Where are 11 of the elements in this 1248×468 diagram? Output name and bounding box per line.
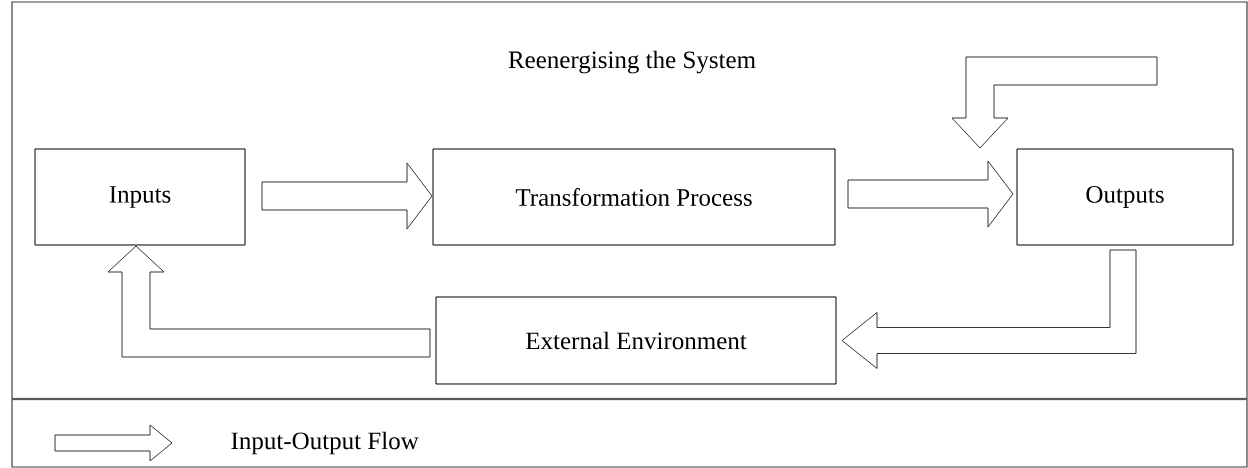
block-arrow [107,245,431,358]
block-arrow [841,249,1137,369]
legend-text: Input-Output Flow [231,431,419,455]
block-arrow [261,162,433,230]
process-box: Inputs [34,148,246,246]
process-box: Transformation Process [432,148,836,246]
block-arrow [951,56,1158,149]
note-text: Reenergising the System [508,50,756,74]
block-arrow [847,160,1014,228]
process-box: Outputs [1016,148,1234,246]
process-box: External Environment [435,296,837,385]
